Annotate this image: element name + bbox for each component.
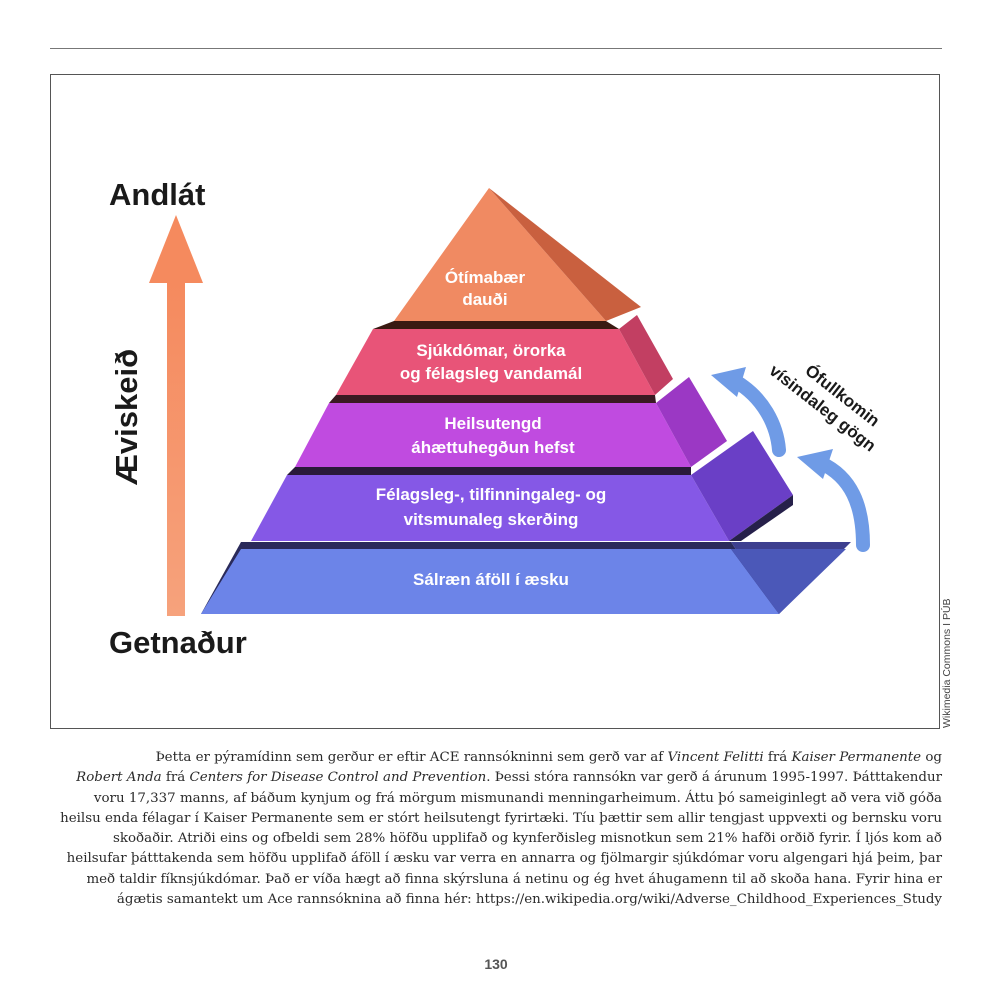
top-label-andlat: Andlát: [109, 177, 205, 212]
level-2-line2: og félagsleg vandamál: [400, 364, 582, 383]
curved-arrow-icon-2: [814, 456, 870, 552]
caption-text-2: frá: [763, 750, 792, 765]
pyramid-graphic: Ótímabær dauði Sjúkdómar, örorka og féla…: [109, 177, 883, 660]
curved-arrow-icon: [728, 374, 786, 457]
caption-felitti: Vincent Felitti: [667, 750, 764, 765]
caption-text-1: Þetta er pýramídinn sem gerður er eftir …: [155, 750, 668, 765]
life-course-arrow: [149, 215, 203, 616]
image-credit: Wikimedia Commons I PÚB: [941, 598, 953, 728]
level-3-line1: Heilsutengd: [444, 414, 541, 433]
pyramid-level-2: [329, 315, 673, 403]
caption-text-4: frá: [161, 770, 190, 786]
figure-caption: Þetta er pýramídinn sem gerður er eftir …: [54, 748, 942, 910]
page-number: 130: [484, 956, 508, 972]
bottom-label-getnadur: Getnaður: [109, 625, 247, 660]
caption-cdc: Centers for Disease Control and Preventi…: [189, 770, 487, 786]
pyramid-level-3: [287, 377, 727, 475]
level-2-line1: Sjúkdómar, örorka: [416, 341, 566, 360]
curved-arrow-head-icon-2: [797, 449, 833, 479]
ace-pyramid-figure: Ótímabær dauði Sjúkdómar, örorka og féla…: [50, 74, 940, 729]
level-1-line2: dauði: [462, 290, 507, 309]
pyramid-level-5: [201, 542, 851, 614]
level-3-line2: áhættuhegðun hefst: [411, 438, 575, 457]
level-1-line1: Ótímabær: [445, 268, 526, 287]
caption-anda: Robert Anda: [76, 770, 162, 786]
caption-text-5: . Þessi stóra rannsókn var gerð á árunum…: [60, 770, 942, 908]
axis-label-aeviskeid: Æviskeið: [109, 349, 144, 485]
level-4-line2: vitsmunaleg skerðing: [404, 510, 579, 529]
caption-text-3: og: [921, 750, 942, 765]
pyramid-level-1: [373, 188, 641, 329]
top-rule: [50, 48, 942, 49]
level-4-line1: Félagsleg-, tilfinningaleg- og: [376, 485, 606, 504]
pyramid-level-4: [251, 431, 793, 541]
curved-arrow-head-icon: [711, 367, 746, 397]
level-5-line1: Sálræn áföll í æsku: [413, 570, 569, 589]
caption-kaiser: Kaiser Permanente: [791, 750, 922, 765]
